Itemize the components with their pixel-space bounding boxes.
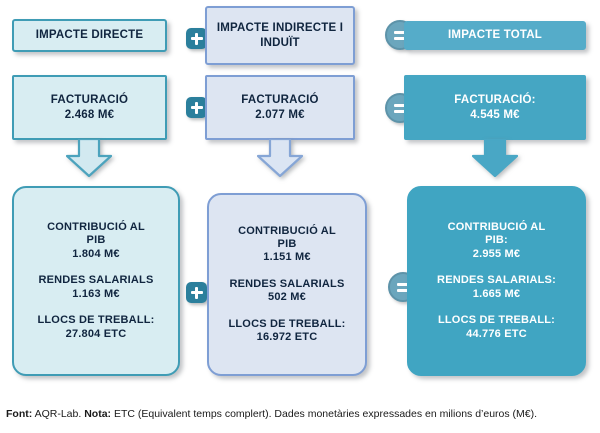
arrow-down-indirecte [257,139,303,177]
spacer [14,301,178,314]
rendes-value: 1.163 M€ [72,287,120,300]
detall-directe-box: CONTRIBUCIÓ AL PIB 1.804 M€ RENDES SALAR… [12,186,180,376]
llocs-label: LLOCS DE TREBALL: [37,314,155,327]
detall-total-stack: CONTRIBUCIÓ AL PIB: 2.955 M€ RENDES SALA… [409,221,584,341]
facturacio-total-content: FACTURACIÓ: 4.545 M€ [454,93,535,121]
detall-total-rendes: RENDES SALARIALS: 1.665 M€ [409,274,584,301]
detall-total-pib: CONTRIBUCIÓ AL PIB: 2.955 M€ [409,221,584,261]
facturacio-indirecte-label: FACTURACIÓ [241,94,319,107]
pib-label-line1: CONTRIBUCIÓ AL [238,224,336,237]
rendes-label: RENDES SALARIALS: [437,274,556,287]
detall-indirecte-pib: CONTRIBUCIÓ AL PIB 1.151 M€ [209,225,365,265]
header-impacte-indirecte-induit-label: IMPACTE INDIRECTE I INDUÏT [217,21,343,49]
facturacio-indirecte-value: 2.077 M€ [255,108,305,121]
rendes-label: RENDES SALARIALS [38,274,154,287]
pib-label-line2: PIB [86,234,106,247]
detall-indirecte-llocs: LLOCS DE TREBALL: 16.972 ETC [209,318,365,345]
rendes-label: RENDES SALARIALS [229,277,345,290]
footnote: Font: AQR-Lab. Nota: ETC (Equivalent tem… [6,408,598,421]
footnote-nota-label: Nota: [84,408,112,420]
spacer [209,305,365,318]
detall-indirecte-rendes: RENDES SALARIALS 502 M€ [209,278,365,305]
detall-indirecte-stack: CONTRIBUCIÓ AL PIB 1.151 M€ RENDES SALAR… [209,225,365,345]
arrow-down-total [472,139,518,177]
facturacio-directe-content: FACTURACIÓ 2.468 M€ [51,93,128,121]
arrow-down-directe [66,139,112,177]
rendes-value: 502 M€ [268,291,306,304]
spacer [14,261,178,274]
detall-directe-pib: CONTRIBUCIÓ AL PIB 1.804 M€ [14,221,178,261]
llocs-value: 44.776 ETC [466,327,527,340]
footnote-nota-value: ETC (Equivalent temps complert). Dades m… [111,408,538,420]
plus-operator-facturacio [186,97,207,118]
header-impacte-directe-label: IMPACTE DIRECTE [35,29,144,42]
llocs-label: LLOCS DE TREBALL: [437,314,556,327]
header-impacte-directe: IMPACTE DIRECTE [12,19,167,52]
detall-total-box: CONTRIBUCIÓ AL PIB: 2.955 M€ RENDES SALA… [407,186,586,376]
spacer [209,265,365,278]
facturacio-indirecte-box: FACTURACIÓ 2.077 M€ [205,75,355,140]
llocs-label: LLOCS DE TREBALL: [228,317,346,330]
pib-value: 2.955 M€ [472,247,521,260]
pib-label-line1: CONTRIBUCIÓ AL [47,221,145,234]
pib-value: 1.151 M€ [263,251,311,264]
facturacio-directe-label: FACTURACIÓ [50,94,129,107]
header-line-1: IMPACTE INDIRECTE I [216,22,344,35]
pib-label-line2: PIB [277,237,297,250]
header-impacte-total-label: IMPACTE TOTAL [448,29,542,42]
spacer [409,301,584,314]
detall-total-llocs: LLOCS DE TREBALL: 44.776 ETC [409,314,584,341]
pib-value: 1.804 M€ [72,247,120,260]
plus-operator-detall [186,282,207,303]
detall-indirecte-box: CONTRIBUCIÓ AL PIB 1.151 M€ RENDES SALAR… [207,193,367,376]
llocs-value: 16.972 ETC [256,331,318,344]
facturacio-total-label: FACTURACIÓ: [454,94,536,107]
facturacio-indirecte-content: FACTURACIÓ 2.077 M€ [241,93,318,121]
detall-directe-stack: CONTRIBUCIÓ AL PIB 1.804 M€ RENDES SALAR… [14,221,178,341]
pib-label-line1: CONTRIBUCIÓ AL [447,221,546,234]
facturacio-directe-value: 2.468 M€ [64,108,115,121]
footnote-font-label: Font: [6,408,33,420]
plus-operator-header [186,28,207,49]
header-line-2: INDUÏT [260,36,300,49]
facturacio-directe-box: FACTURACIÓ 2.468 M€ [12,75,167,140]
facturacio-total-box: FACTURACIÓ: 4.545 M€ [404,75,586,140]
rendes-value: 1.665 M€ [472,287,521,300]
spacer [409,261,584,274]
detall-directe-rendes: RENDES SALARIALS 1.163 M€ [14,274,178,301]
facturacio-total-value: 4.545 M€ [470,108,520,121]
llocs-value: 27.804 ETC [65,327,127,340]
header-impacte-total: IMPACTE TOTAL [404,21,586,50]
detall-directe-llocs: LLOCS DE TREBALL: 27.804 ETC [14,314,178,341]
pib-label-line2: PIB: [485,234,508,247]
header-impacte-indirecte-induit: IMPACTE INDIRECTE I INDUÏT [205,6,355,65]
footnote-font-value: AQR-Lab. [32,408,85,420]
